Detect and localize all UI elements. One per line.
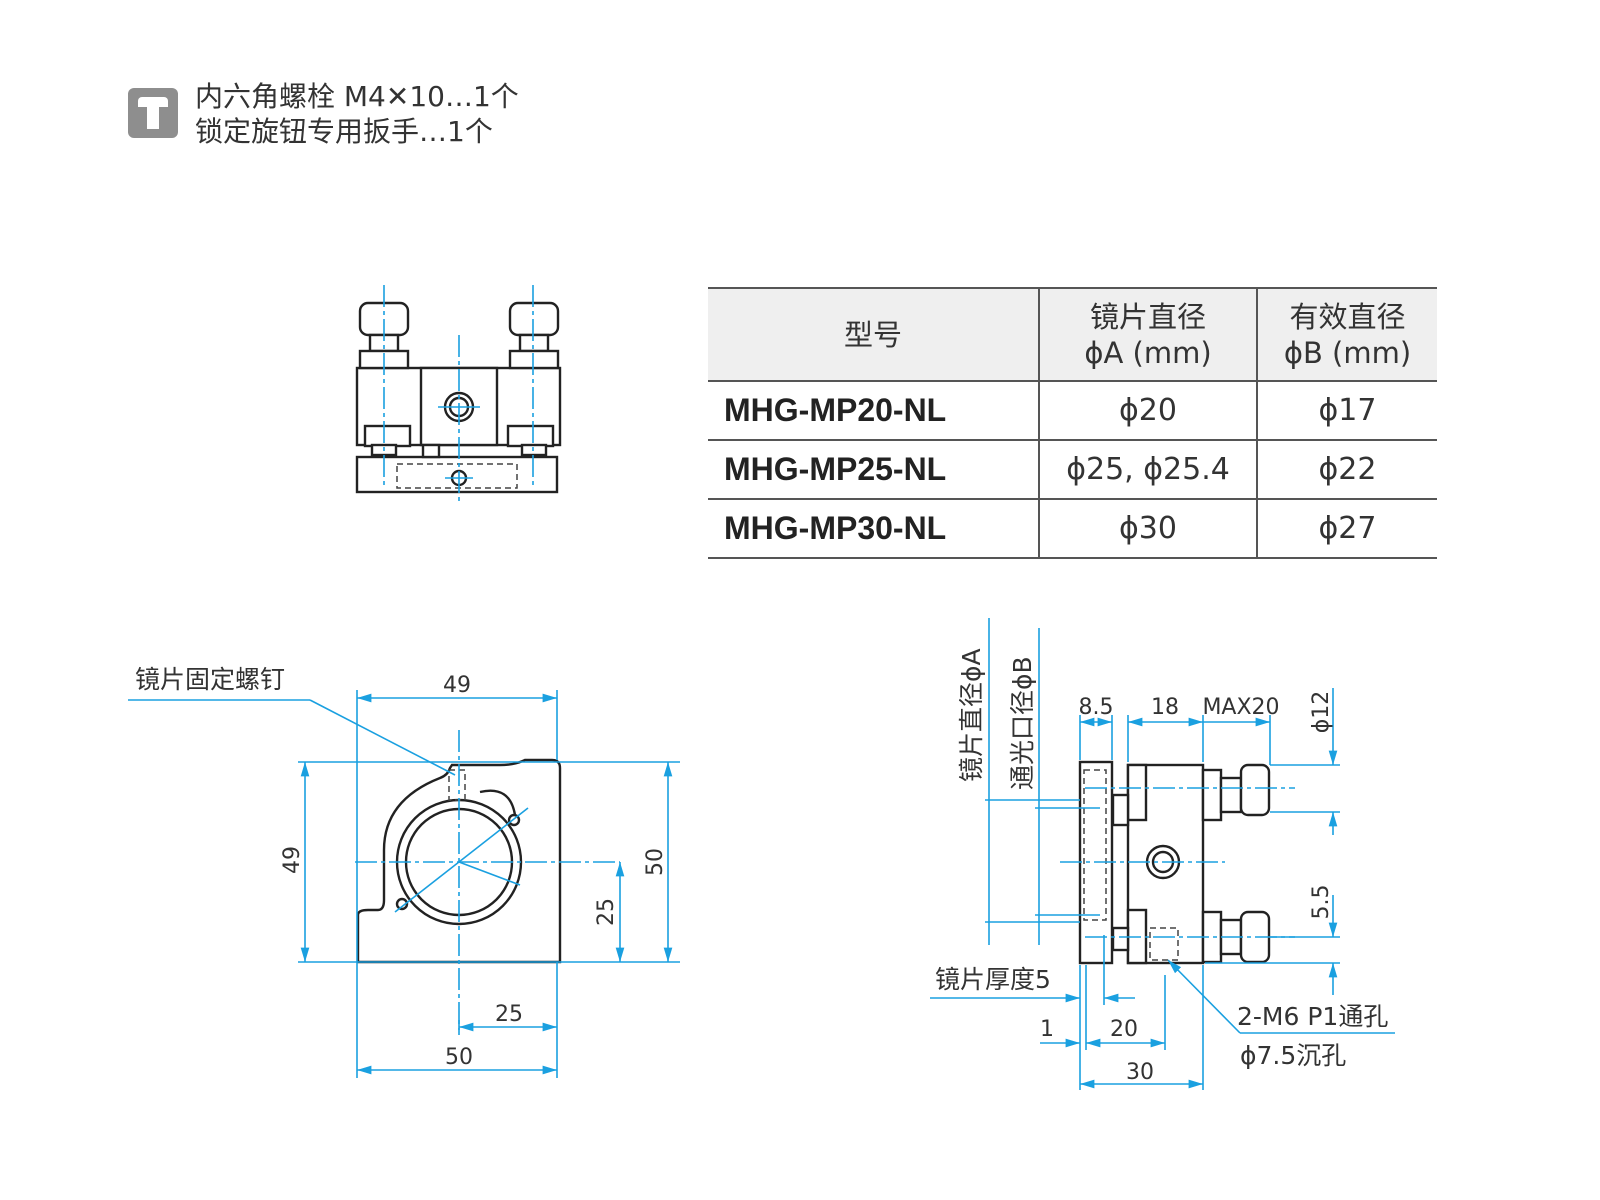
dim-knob-dia: ϕ12 [1309,691,1334,734]
dim-left-height: 49 [280,846,305,874]
dim-bottom-width: 50 [445,1045,473,1070]
dim-total: 30 [1126,1060,1154,1085]
dim-plate: 8.5 [1079,695,1114,720]
table-row: MHG-MP25-NL ϕ25, ϕ25.4 ϕ22 [708,440,1437,500]
table-row: MHG-MP30-NL ϕ30 ϕ27 [708,499,1437,559]
dim-right-height: 50 [643,848,668,876]
cell-model: MHG-MP30-NL [708,499,1040,559]
label-aperture-dia: 通光口径ϕB [1008,656,1037,790]
label-thread-hole: 2-M6 P1通孔 [1237,1002,1388,1031]
cell-dia-b: ϕ27 [1257,499,1437,559]
label-counterbore: ϕ7.5沉孔 [1240,1041,1346,1070]
knob-right [508,301,560,457]
dim-body: 18 [1151,695,1179,720]
top-view [355,285,562,505]
cell-dia-a: ϕ25, ϕ25.4 [1039,440,1258,500]
cell-dia-a: ϕ30 [1039,499,1258,559]
side-view: 镜片直径ϕA 通光口径ϕB 8.5 18 MAX20 ϕ12 5.5 镜片厚度5 [930,618,1395,1090]
dim-offset: 5.5 [1309,885,1334,920]
label-mirror-thickness: 镜片厚度5 [935,965,1051,994]
accessory-line-wrench: 锁定旋钮专用扳手…1个 [195,115,493,148]
dim-hole-pos: 20 [1110,1017,1138,1042]
cell-model: MHG-MP20-NL [708,381,1040,441]
knob-upper [1201,763,1271,822]
dim-knob-max: MAX20 [1202,695,1279,720]
dim-center-height: 25 [594,898,619,926]
header-model: 型号 [708,287,1040,382]
table-row: MHG-MP20-NL ϕ20 ϕ17 [708,381,1437,441]
cell-dia-b: ϕ17 [1257,381,1437,441]
callout-mirror-screw: 镜片固定螺钉 [135,665,285,694]
front-view: 镜片固定螺钉 49 49 50 25 25 50 [128,665,680,1078]
cell-dia-a: ϕ20 [1039,381,1258,441]
label-mirror-dia: 镜片直径ϕA [957,648,986,782]
cell-dia-b: ϕ22 [1257,440,1437,500]
accessory-line-bolt: 内六角螺栓 M4✕10…1个 [195,80,519,113]
dim-top-width: 49 [443,673,471,698]
dim-center-width: 25 [495,1002,523,1027]
cell-model: MHG-MP25-NL [708,440,1040,500]
dim-gap: 1 [1040,1017,1054,1042]
accessory-icon [128,88,178,138]
